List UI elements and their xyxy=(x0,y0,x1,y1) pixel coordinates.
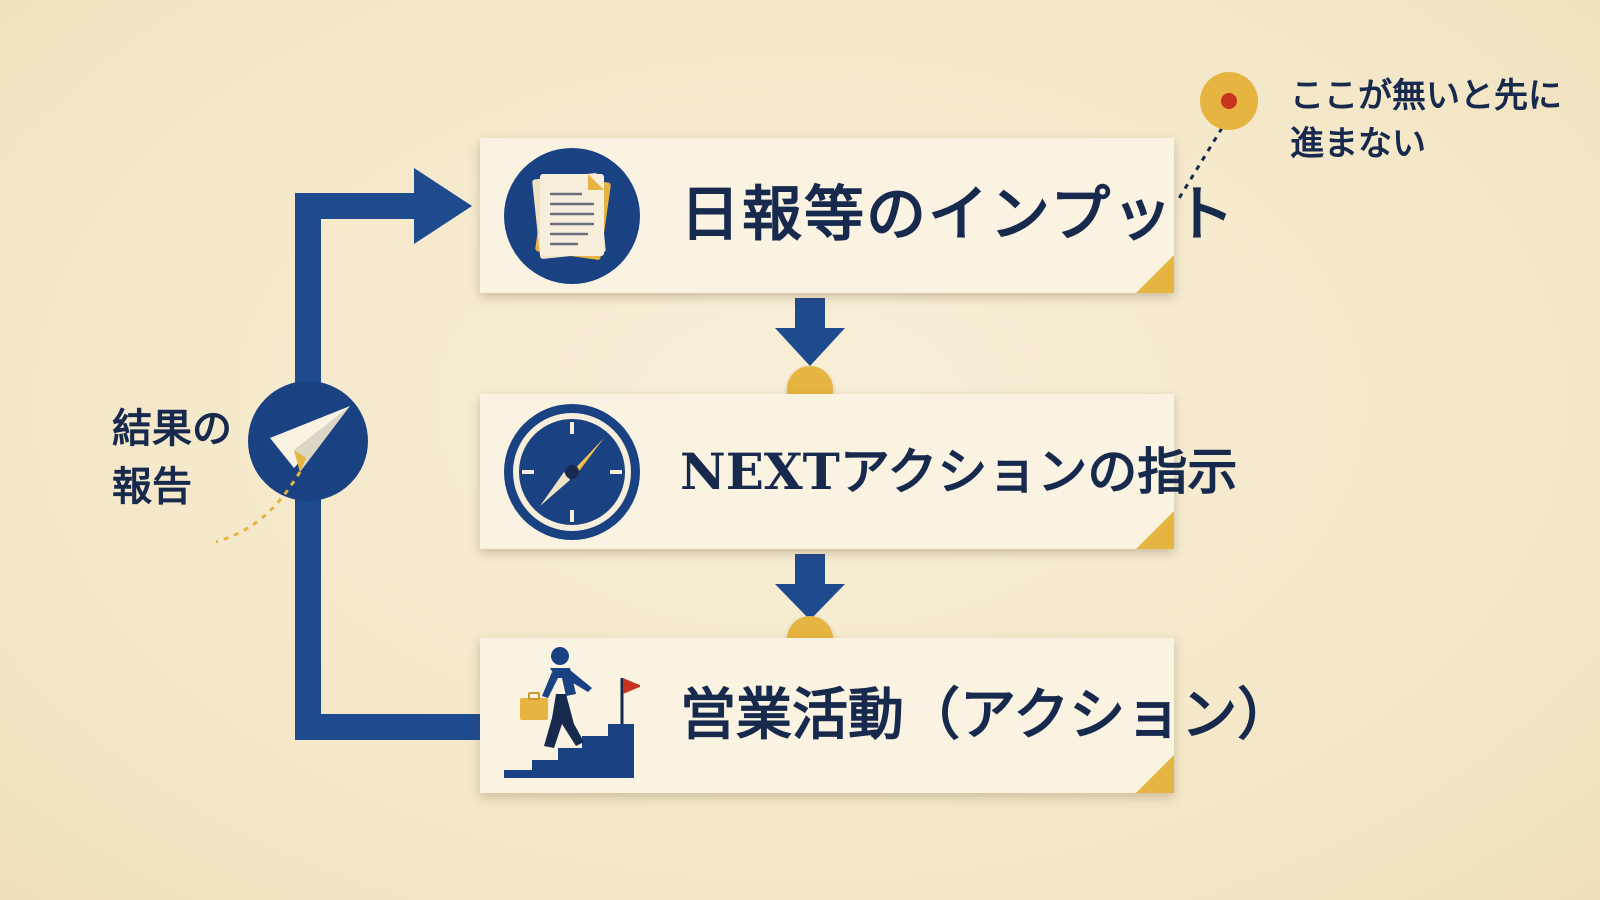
feedback-label-line-1: 結果の xyxy=(112,405,232,452)
documents-icon xyxy=(504,148,640,284)
note-text: ここが無いと先に 進まない xyxy=(1290,72,1590,168)
step-box-next-action: NEXTアクションの指示 xyxy=(480,394,1237,549)
down-arrow-1 xyxy=(775,298,845,366)
compass-icon xyxy=(504,404,640,540)
step-label-input: 日報等のインプット xyxy=(680,180,1237,250)
feedback-loop-arrowhead xyxy=(414,168,472,244)
corner-accent xyxy=(1136,755,1174,793)
corner-accent xyxy=(1136,255,1174,293)
note-text-line-1: ここが無いと先に xyxy=(1290,76,1562,116)
step-box-sales-activity: 営業活動（アクション） xyxy=(480,638,1293,793)
note-text-line-2: 進まない xyxy=(1290,124,1426,164)
corner-accent xyxy=(1136,511,1174,549)
step-box-input: 日報等のインプット xyxy=(480,138,1234,293)
step-label-sales-activity: 営業活動（アクション） xyxy=(680,682,1294,748)
step-label-next-action: NEXTアクションの指示 xyxy=(680,442,1238,501)
businessman-climbing-stairs-icon xyxy=(504,647,640,778)
feedback-label: 結果の 報告 xyxy=(112,400,252,516)
feedback-label-line-2: 報告 xyxy=(112,463,192,510)
paper-plane-icon xyxy=(215,381,368,544)
red-dot-pin-icon xyxy=(1176,72,1258,201)
down-arrow-2 xyxy=(775,554,845,620)
